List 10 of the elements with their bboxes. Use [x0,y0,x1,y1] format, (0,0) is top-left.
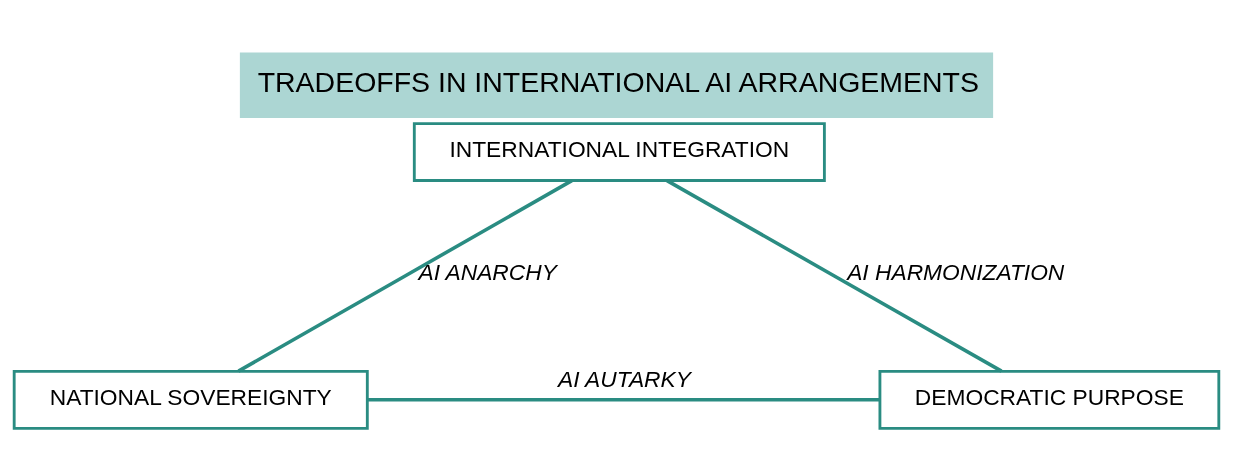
connector [237,179,573,373]
connector [666,179,1003,373]
node-box: INTERNATIONAL INTEGRATION [412,122,826,182]
connector [367,398,880,402]
diagram-title: TRADEOFFS IN INTERNATIONAL AI ARRANGEMENTS [257,66,979,99]
edge-label: AI ANARCHY [418,258,557,285]
edge-label: AI AUTARKY [558,365,691,392]
edge-label: AI HARMONIZATION [847,258,1065,285]
node-box: NATIONAL SOVEREIGNTY [12,369,369,430]
node-box: DEMOCRATIC PURPOSE [878,369,1221,430]
